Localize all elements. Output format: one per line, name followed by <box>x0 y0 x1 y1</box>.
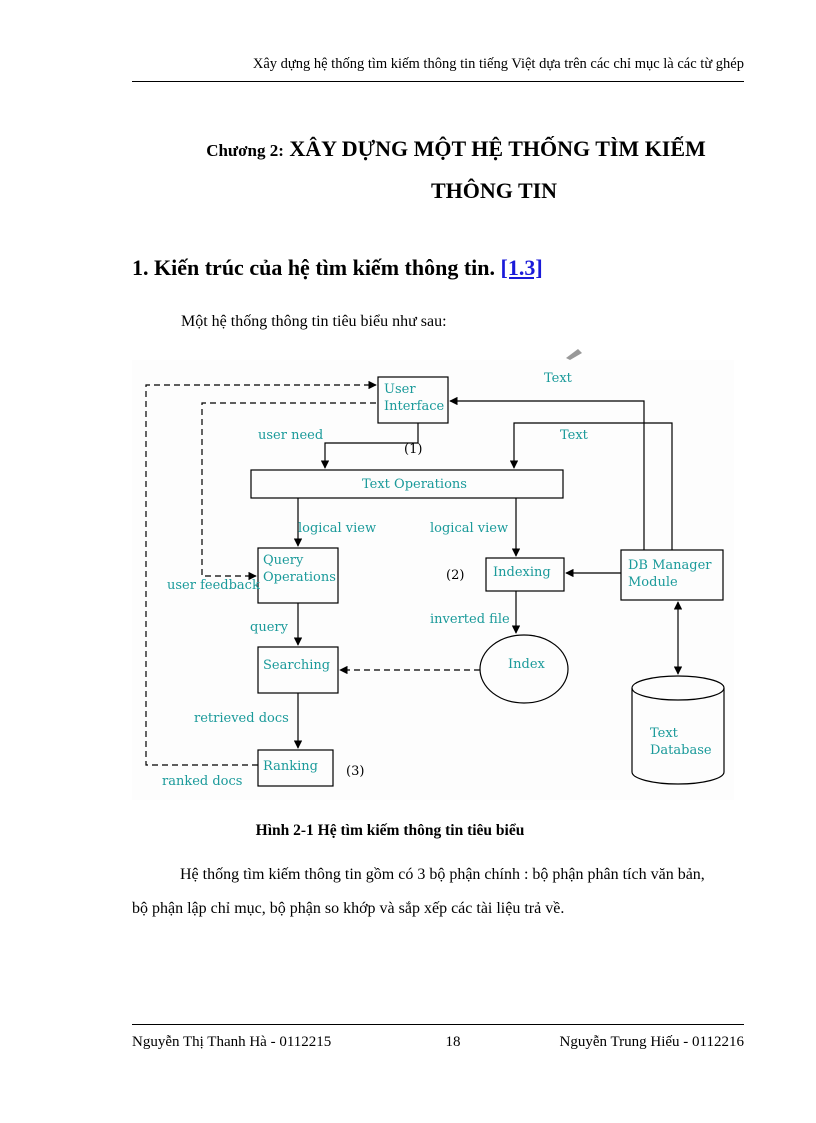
user-interface-label-2: Interface <box>384 399 444 414</box>
body-paragraph: Hệ thống tìm kiếm thông tin gồm có 3 bộ … <box>132 866 705 917</box>
chapter-title-line2: THÔNG TIN <box>430 178 558 203</box>
text-database-label-2: Database <box>650 743 712 758</box>
header-rule <box>132 81 744 82</box>
user-interface-label-1: User <box>384 382 416 397</box>
architecture-diagram: User Interface Text Operations Query Ope… <box>132 345 734 800</box>
footer-author-right: Nguyễn Trung Hiếu - 0112216 <box>559 1034 744 1050</box>
searching-label: Searching <box>263 658 330 673</box>
text-operations-label: Text Operations <box>362 477 467 492</box>
reference-link[interactable]: [1.3] <box>500 255 543 280</box>
user-feedback-label: user feedback <box>167 578 260 593</box>
marker-3: (3) <box>346 764 364 779</box>
chapter-title: Chương 2: XÂY DỰNG MỘT HỆ THỐNG TÌM KIẾM… <box>132 134 744 206</box>
user-interface-box <box>377 376 449 424</box>
ranking-box <box>257 749 334 787</box>
user-need-label: user need <box>258 428 323 443</box>
ranking-label: Ranking <box>263 759 318 774</box>
text-mid-label: Text <box>560 428 589 443</box>
section-heading-text: 1. Kiến trúc của hệ tìm kiếm thông tin. <box>132 255 495 280</box>
query-operations-label-2: Operations <box>263 570 336 585</box>
text-database-label-1: Text <box>650 726 679 741</box>
diagram-background <box>132 360 734 800</box>
marker-2: (2) <box>446 568 464 583</box>
section-heading: 1. Kiến trúc của hệ tìm kiếm thông tin. … <box>132 255 543 281</box>
index-label: Index <box>508 657 546 672</box>
footer-rule <box>132 1024 744 1025</box>
diagram-svg: User Interface Text Operations Query Ope… <box>132 349 734 800</box>
query-operations-label-1: Query <box>263 553 304 568</box>
footer-author-left: Nguyễn Thị Thanh Hà - 0112215 <box>132 1034 332 1050</box>
marker-1: (1) <box>404 442 422 457</box>
index-ellipse <box>479 634 569 704</box>
intro-paragraph: Một hệ thống thông tin tiêu biểu như sau… <box>181 313 447 330</box>
chapter-prefix: Chương 2: <box>206 141 284 160</box>
indexing-box <box>485 557 565 592</box>
logical-view-left-label: logical view <box>298 521 376 536</box>
text-database-top <box>631 675 725 701</box>
db-manager-label-1: DB Manager <box>628 558 712 573</box>
query-label: query <box>250 620 289 635</box>
inverted-file-label: inverted file <box>430 612 510 627</box>
page-number: 18 <box>445 1034 461 1050</box>
indexing-label: Indexing <box>493 565 551 580</box>
pencil-icon <box>566 349 582 360</box>
retrieved-docs-label: retrieved docs <box>194 711 289 726</box>
running-header: Xây dựng hệ thống tìm kiếm thông tin tiế… <box>252 56 744 72</box>
text-operations-box <box>250 469 564 499</box>
chapter-title-line1: XÂY DỰNG MỘT HỆ THỐNG TÌM KIẾM <box>289 136 706 161</box>
db-manager-label-2: Module <box>628 575 678 590</box>
text-database-cylinder <box>631 688 725 785</box>
logical-view-right-label: logical view <box>430 521 508 536</box>
ranked-docs-label: ranked docs <box>162 774 242 789</box>
text-top-label: Text <box>544 371 573 386</box>
figure-caption: Hình 2-1 Hệ tìm kiếm thông tin tiêu biểu <box>255 822 525 839</box>
